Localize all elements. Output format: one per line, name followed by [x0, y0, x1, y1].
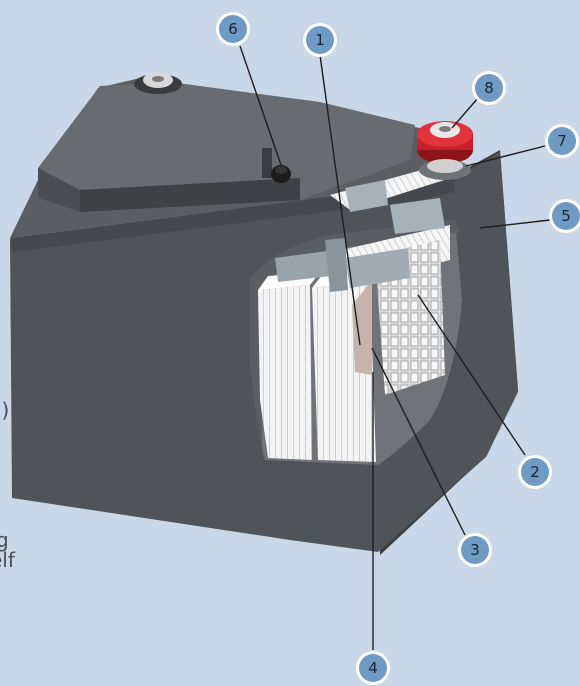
- callout-number: 4: [368, 659, 378, 677]
- callout-3: 3: [458, 533, 492, 567]
- callout-dot: [461, 536, 489, 564]
- leader-lines: [239, 45, 551, 650]
- leader-line-6: [239, 45, 282, 166]
- leader-line-8: [451, 97, 479, 129]
- terminal-seal: [419, 159, 471, 180]
- callout-2: 2: [518, 455, 552, 489]
- callout-number: 5: [561, 207, 571, 225]
- side-text-fragment-2: g: [0, 528, 9, 552]
- callout-dot: [359, 654, 387, 682]
- side-text-fragment-1-visible: l): [0, 398, 10, 422]
- callout-number: 7: [557, 132, 567, 150]
- callout-badges: 1 2 3 4 5 6 7 8: [216, 12, 580, 685]
- safety-valve: [262, 148, 291, 183]
- side-text-fragment-3: elf: [0, 548, 15, 572]
- callout-dot: [521, 458, 549, 486]
- callout-5: 5: [549, 199, 580, 233]
- positive-terminal: [417, 121, 473, 164]
- callout-number: 3: [470, 541, 480, 559]
- callout-number: 2: [530, 463, 540, 481]
- callout-6: 6: [216, 12, 250, 46]
- callout-dot: [219, 15, 247, 43]
- leader-line-5: [479, 219, 551, 229]
- callout-dot: [475, 74, 503, 102]
- callout-4: 4: [356, 651, 390, 685]
- callout-7: 7: [545, 124, 579, 158]
- leader-line-7: [465, 145, 546, 167]
- leader-line-3: [371, 347, 466, 536]
- leader-line-2: [417, 294, 526, 456]
- cell-connector-straps: [275, 180, 445, 292]
- leader-line-1: [319, 54, 361, 346]
- callout-dot: [306, 26, 334, 54]
- lid-ridge: [80, 178, 300, 212]
- lid-raised-block: [38, 82, 415, 212]
- callout-dot: [552, 202, 580, 230]
- callout-number: 1: [315, 31, 325, 49]
- callout-dot: [548, 127, 576, 155]
- callout-1: 1: [303, 23, 337, 57]
- negative-terminal: [134, 72, 182, 94]
- callout-8: 8: [472, 71, 506, 105]
- callout-number: 6: [228, 20, 238, 38]
- separator-sheet: [352, 280, 372, 375]
- callout-number: 8: [484, 79, 494, 97]
